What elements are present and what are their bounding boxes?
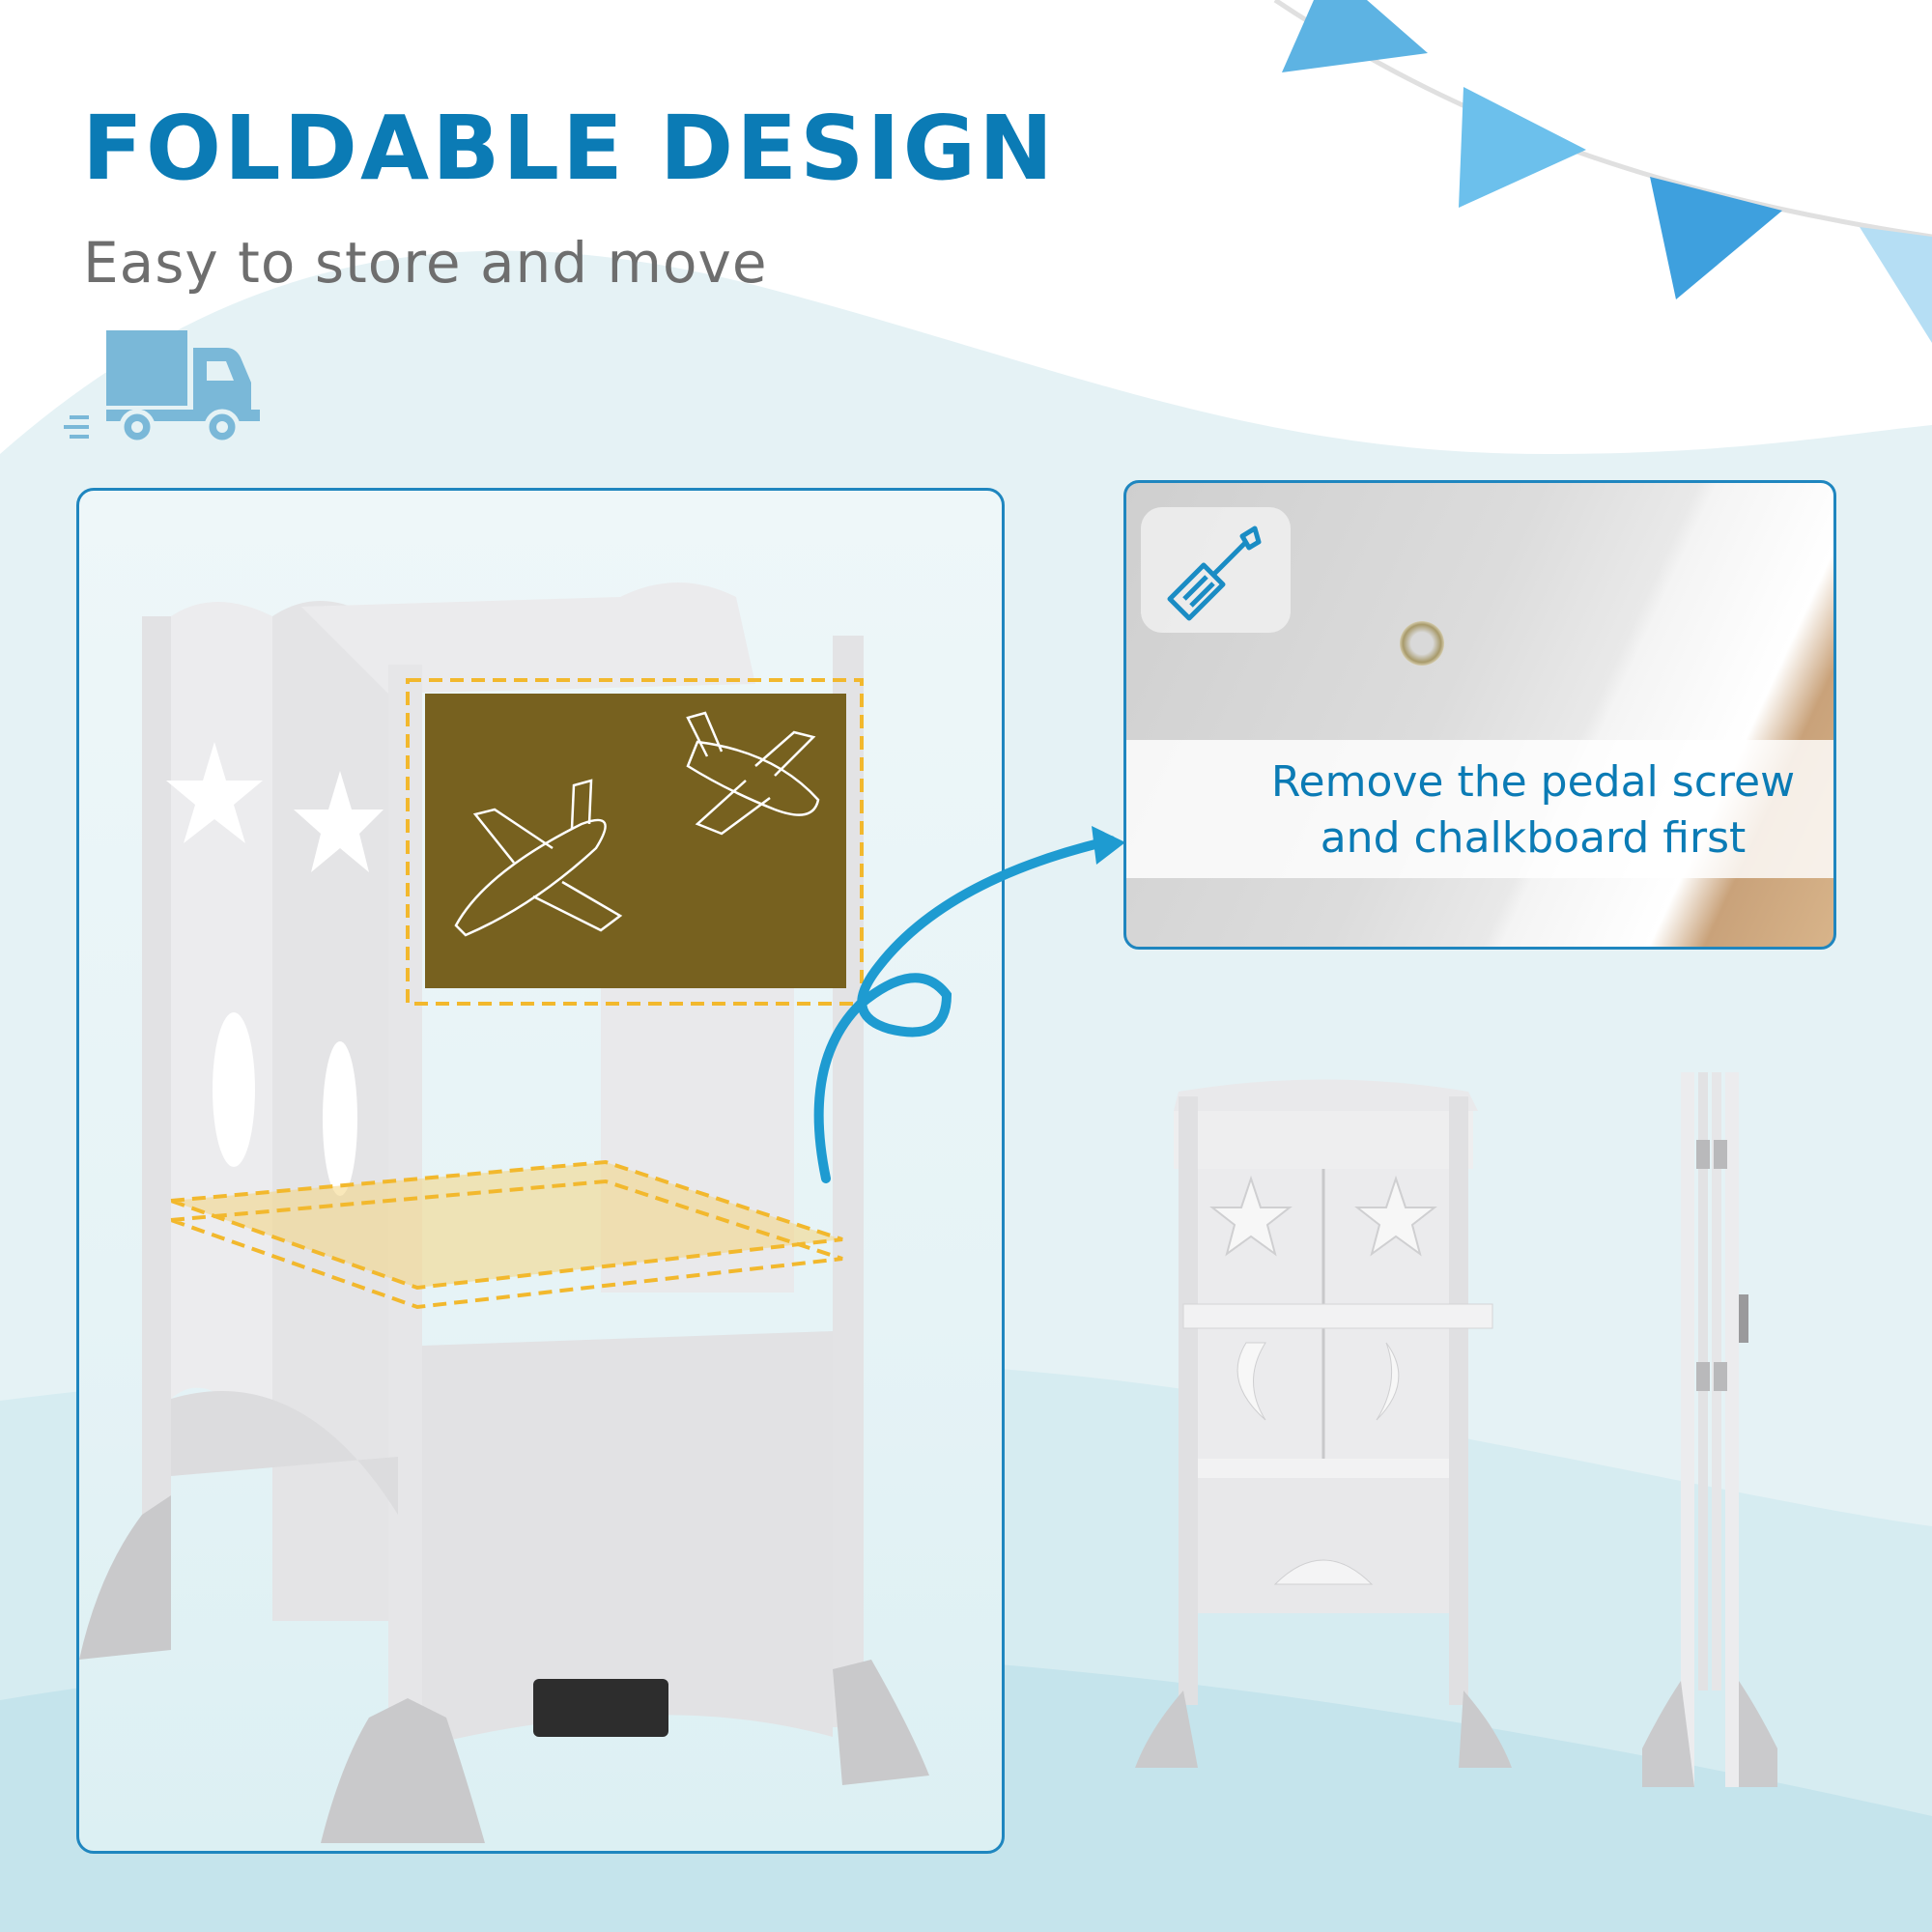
learning-tower-unfolded [79,582,929,1843]
callout-line-1: Remove the pedal screw [1270,757,1796,807]
screwdriver-icon [1167,526,1262,621]
side-folded-view [1642,1072,1777,1787]
callout-panel: Remove the pedal screw and chalkboard fi… [1123,480,1836,950]
callout-band: Remove the pedal screw and chalkboard fi… [1126,740,1833,878]
page-title: FOLDABLE DESIGN [82,97,1057,200]
page-subtitle: Easy to store and move [83,230,768,296]
front-folded-view [1135,1079,1512,1768]
step-platform-highlight [171,1162,842,1288]
bunting-decoration [1273,0,1932,343]
screwdriver-icon-box [1141,507,1291,633]
chalkboard-highlight [406,678,864,1006]
delivery-truck-icon [64,330,260,442]
pedal-screw [1400,621,1444,666]
unfolded-tower-panel [76,488,1005,1854]
callout-line-2: and chalkboard first [1320,813,1747,863]
chalkboard [425,694,846,988]
curved-arrow-icon [813,826,1125,1183]
